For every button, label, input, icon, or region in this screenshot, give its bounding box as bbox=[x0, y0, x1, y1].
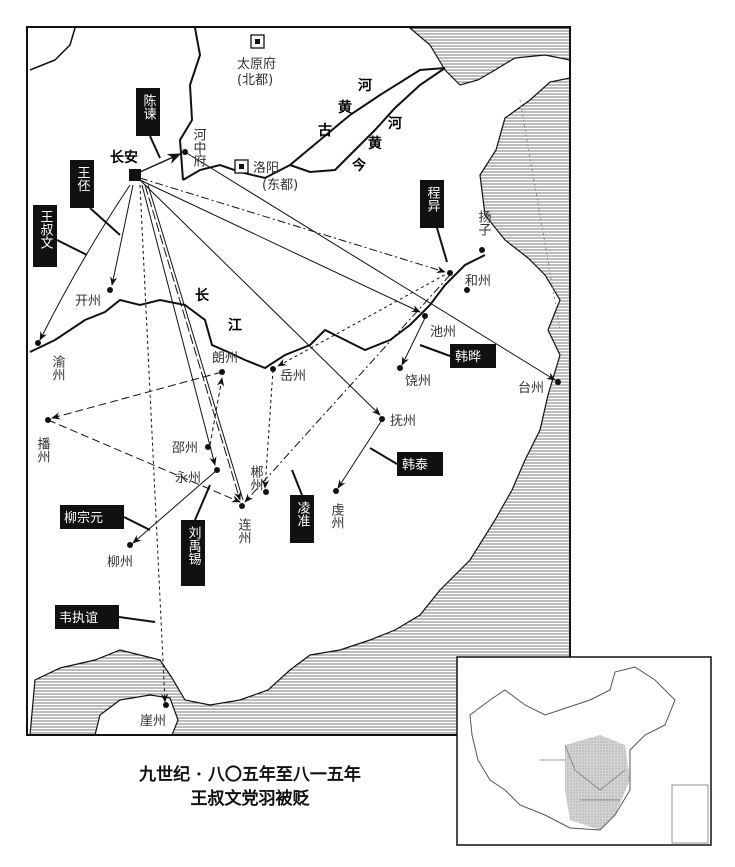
place-yangzi: 扬子 bbox=[476, 210, 492, 236]
tag-han-ye: 韩晔 bbox=[419, 344, 496, 368]
route-cheng-yi bbox=[139, 177, 446, 274]
route-to-qianzhou bbox=[337, 419, 383, 489]
place-yongzhou: 永州 bbox=[175, 471, 201, 486]
tag-han-tai: 韩泰 bbox=[369, 447, 443, 476]
tag-liu-yuxi: 刘禹锡 bbox=[181, 484, 211, 586]
svg-text:柳宗元: 柳宗元 bbox=[64, 510, 103, 526]
changan-marker bbox=[129, 169, 141, 181]
svg-text:河: 河 bbox=[358, 77, 372, 94]
place-fuzhou: 抚州 bbox=[390, 414, 416, 429]
taiyuan-marker bbox=[250, 34, 265, 49]
place-hezhong: 河中府 bbox=[191, 128, 207, 168]
svg-text:陈谏: 陈谏 bbox=[141, 93, 157, 120]
svg-text:黄: 黄 bbox=[368, 135, 382, 152]
route-han-tai bbox=[139, 179, 381, 416]
place-hezhou: 和州 bbox=[465, 274, 491, 289]
map-title-line2: 王叔文党羽被贬 bbox=[190, 789, 310, 809]
place-chizhou: 池州 bbox=[430, 325, 456, 340]
svg-text:韩泰: 韩泰 bbox=[402, 458, 428, 473]
place-kaizhou: 开州 bbox=[75, 294, 101, 309]
route-wang-shuwen bbox=[39, 184, 131, 341]
new-yellow-river-label: 今 黄 河 bbox=[351, 115, 402, 174]
border-line bbox=[178, 27, 202, 181]
svg-text:王伾: 王伾 bbox=[75, 166, 91, 192]
route-wei-zhiyi bbox=[139, 184, 169, 703]
svg-text:程异: 程异 bbox=[425, 186, 441, 213]
place-bozhou: 播州 bbox=[35, 437, 51, 463]
route-liu-yuxi bbox=[144, 184, 242, 501]
changan-label: 长安 bbox=[110, 149, 138, 166]
old-yellow-river-label: 古 黄 河 bbox=[318, 77, 372, 139]
place-taizhou: 台州 bbox=[518, 381, 544, 396]
map-title-line1: 九世纪 · 八〇五年至八一五年 bbox=[139, 765, 361, 785]
route-wang-pi bbox=[110, 184, 134, 286]
place-langzhou: 朗州 bbox=[212, 351, 238, 366]
bohai-sea bbox=[408, 27, 571, 86]
svg-text:太原府: 太原府 bbox=[237, 57, 276, 72]
place-raozhou: 饶州 bbox=[405, 374, 431, 389]
svg-text:长: 长 bbox=[195, 287, 210, 304]
svg-text:刘禹锡: 刘禹锡 bbox=[186, 526, 202, 565]
route-to-raozhou bbox=[401, 317, 426, 366]
place-qianzhou: 虔州 bbox=[329, 503, 345, 529]
tag-wei-zhiyi: 韦执谊 bbox=[55, 605, 156, 629]
route-to-taizhou bbox=[184, 151, 556, 381]
svg-text:韩晔: 韩晔 bbox=[455, 350, 481, 365]
route-to-langzhou bbox=[209, 377, 225, 446]
svg-text:韦执谊: 韦执谊 bbox=[59, 611, 98, 626]
route-chen-jian bbox=[139, 153, 182, 173]
tag-wang-shuwen: 王叔文 bbox=[33, 205, 88, 267]
route-to-yuezhou bbox=[277, 271, 451, 367]
place-liuzhou: 柳州 bbox=[107, 555, 133, 570]
svg-text:王叔文: 王叔文 bbox=[38, 210, 54, 249]
route-han-ye bbox=[139, 179, 421, 313]
route-liu-zongyuan bbox=[141, 184, 217, 466]
tag-ling-zhun: 凌准 bbox=[290, 469, 314, 543]
svg-text:凌准: 凌准 bbox=[295, 501, 311, 527]
route-liu-yuxi-2 bbox=[147, 184, 244, 501]
place-shaozhou: 邵州 bbox=[172, 441, 198, 456]
border-line bbox=[29, 27, 76, 71]
svg-text:古: 古 bbox=[318, 122, 332, 139]
tag-liu-zongyuan: 柳宗元 bbox=[60, 505, 151, 531]
svg-text:洛阳: 洛阳 bbox=[253, 161, 279, 176]
place-yuzhou: 渝州 bbox=[50, 354, 66, 381]
inset-locator-map bbox=[456, 656, 712, 846]
sea-boundary bbox=[519, 99, 561, 331]
yangtze-river bbox=[29, 254, 486, 370]
exile-routes bbox=[39, 151, 556, 703]
inset-highlight-region bbox=[565, 735, 630, 830]
svg-text:河: 河 bbox=[388, 115, 402, 132]
svg-text:(东都): (东都) bbox=[262, 178, 298, 193]
svg-text:今: 今 bbox=[351, 157, 366, 174]
place-yazhou: 崖州 bbox=[140, 714, 166, 729]
yangtze-label: 长 江 bbox=[195, 287, 242, 334]
luoyang-marker bbox=[234, 159, 249, 174]
route-to-chenzhou bbox=[261, 369, 274, 489]
place-dots bbox=[35, 149, 561, 708]
tag-chen-jian: 陈谏 bbox=[136, 88, 161, 159]
place-chenzhou: 郴州 bbox=[248, 465, 264, 491]
tag-wang-pi: 王伾 bbox=[70, 160, 121, 236]
route-ling-zhun bbox=[244, 274, 451, 503]
svg-text:(北都): (北都) bbox=[237, 73, 273, 88]
place-lianzhou: 连州 bbox=[236, 517, 252, 544]
route-langzhou-bozhou bbox=[51, 371, 223, 420]
place-yuezhou: 岳州 bbox=[280, 369, 306, 384]
svg-text:黄: 黄 bbox=[338, 99, 352, 116]
new-yellow-river bbox=[289, 67, 446, 174]
route-yongzhou-liuzhou bbox=[132, 469, 218, 544]
tag-cheng-yi: 程异 bbox=[420, 180, 448, 263]
svg-text:江: 江 bbox=[228, 317, 242, 334]
